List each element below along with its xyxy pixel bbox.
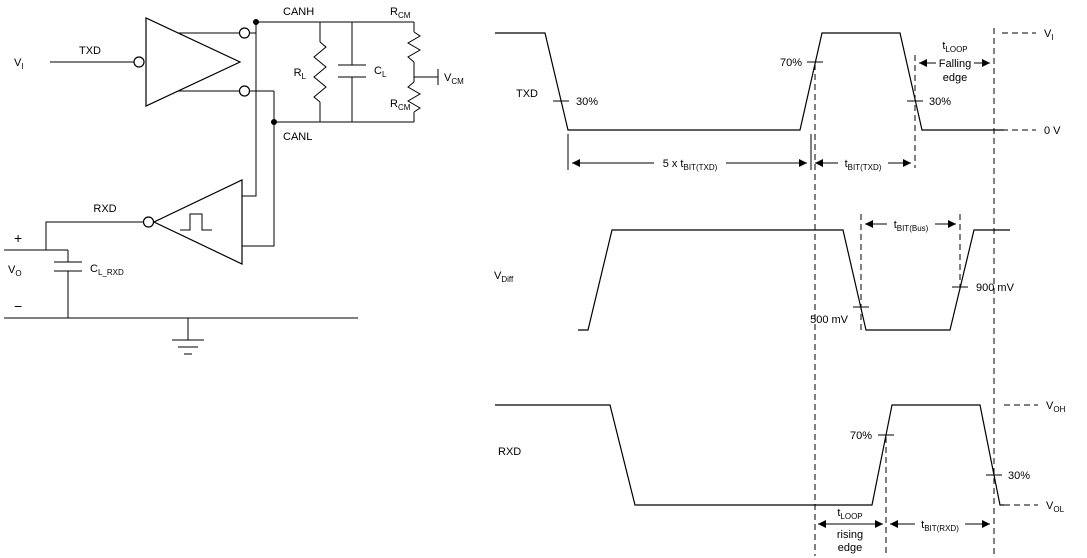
label-rcm-bottom: RCM [390, 98, 411, 112]
vdiff-900mv-label: 900 mV [976, 282, 1015, 294]
label-minus: − [14, 298, 22, 314]
label-cl: CL [374, 65, 387, 79]
zero-level-label: 0 V [1044, 125, 1061, 137]
dim-tbit-rxd-label: tBIT(RXD) [921, 519, 959, 533]
label-cl-rxd: CL_RXD [90, 263, 124, 277]
dim-tbit-txd-label: tBIT(TXD) [845, 158, 882, 172]
tloop-rising-line2: rising [837, 529, 863, 541]
rxd-pin-circle [142, 216, 155, 228]
circuit-wires [4, 21, 439, 319]
tloop-rising-label: tLOOP [837, 507, 862, 521]
dim-tbit-bus-label: tBIT(Bus) [894, 219, 929, 233]
tloop-falling-label: tLOOP [942, 40, 967, 54]
tloop-rising-line3: edge [838, 542, 862, 554]
label-vo: VO [8, 264, 22, 278]
rl-resistor [313, 22, 327, 122]
label-plus: + [14, 230, 22, 246]
label-vcm: VCM [444, 72, 464, 86]
vol-level-label: VOL [1046, 500, 1065, 514]
vdiff-500mv-label: 500 mV [810, 314, 849, 326]
dimension-tbit-bus: tBIT(Bus) [865, 219, 956, 233]
rcm-resistor-top [407, 22, 421, 77]
rxd-rise-pct-label: 70% [850, 430, 872, 442]
txd-pin-circle [133, 56, 145, 68]
txd-row-label: TXD [516, 88, 538, 100]
rxd-waveform [495, 404, 1004, 506]
tloop-falling-line3: edge [943, 72, 967, 84]
dim-5tbit-label: 5 x tBIT(TXD) [663, 158, 718, 172]
vdiff-waveform [578, 229, 1010, 331]
rxd-fall-pct-label: 30% [1008, 470, 1030, 482]
label-rxd-pin: RXD [93, 203, 116, 215]
alignment-dashed-lines [814, 28, 995, 556]
cl-rxd-capacitor [54, 250, 82, 318]
rxd-row-label: RXD [498, 446, 521, 458]
hysteresis-icon [180, 213, 212, 231]
receiver-symbol [142, 179, 243, 265]
cl-capacitor [338, 22, 366, 122]
tloop-falling-line2: Falling [939, 58, 971, 70]
dimension-tbit-txd: tBIT(TXD) [815, 158, 911, 172]
test-circuit: VI TXD CANH CANL RL CL RCM RCM VCM RXD +… [4, 6, 464, 355]
rcm-resistor-bottom [407, 77, 421, 122]
vi-level-label: VI [1044, 28, 1054, 42]
label-canh: CANH [283, 6, 314, 18]
label-rl: RL [294, 67, 307, 81]
label-txd-pin: TXD [79, 45, 101, 57]
txd-rise-pct-label: 70% [780, 57, 802, 69]
canl-pin-circle [238, 85, 251, 97]
junction-dots [253, 19, 277, 125]
label-canl: CANL [283, 131, 312, 143]
txd-fall1-pct-label: 30% [576, 96, 598, 108]
dimension-boundary-ticks [567, 134, 812, 170]
label-vi: VI [14, 57, 24, 71]
label-rcm-top: RCM [390, 6, 411, 20]
txd-fall2-pct-label: 30% [929, 96, 951, 108]
vdiff-row-label: VDiff [494, 270, 514, 284]
timing-diagram: 5 x tBIT(TXD) tBIT(TXD) tLOOP Falling ed… [494, 28, 1066, 556]
dimension-tbit-rxd: tBIT(RXD) [890, 519, 990, 533]
crossing-ticks [553, 61, 1002, 476]
driver-symbol [133, 17, 251, 107]
voh-level-label: VOH [1046, 400, 1066, 414]
canh-pin-circle [238, 27, 251, 39]
txd-waveform [495, 32, 1004, 131]
dimension-tloop-rising: tLOOP rising edge [818, 507, 883, 554]
dimension-tloop-falling: tLOOP Falling edge [919, 40, 990, 84]
ground-icon [172, 318, 204, 355]
reference-level-dashes [1002, 32, 1038, 506]
dimension-5tbit-txd: 5 x tBIT(TXD) [572, 158, 807, 172]
